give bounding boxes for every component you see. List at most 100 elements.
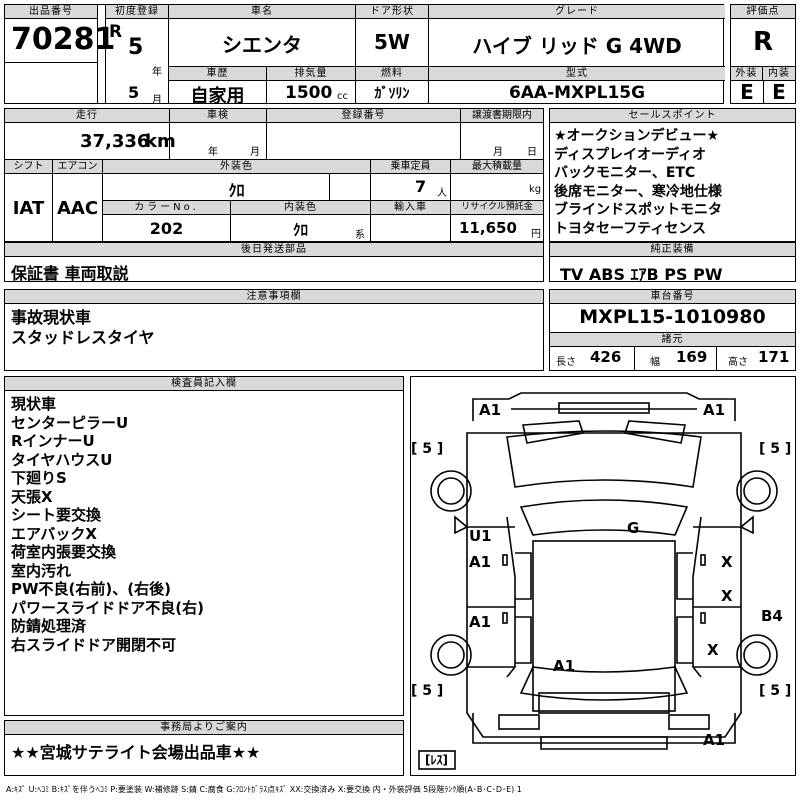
parts-section: 後日発送部品 保証書 車両取説 <box>4 242 544 283</box>
width: 169 <box>676 348 708 366</box>
recycle-unit: 円 <box>531 229 541 240</box>
list-item: 現状車 <box>11 395 57 413</box>
inspect-month-unit: 月 <box>250 147 260 158</box>
caution-label: 注意事項欄 <box>5 290 543 304</box>
score-label: 評価点 <box>731 5 795 19</box>
list-item: エアバックX <box>11 524 97 543</box>
damage-mark: A1 <box>553 657 576 675</box>
sales-section: セールスポイント ★オークションデビュー★ ディスプレイオーディオ バックモニタ… <box>549 108 796 242</box>
transfer-cell: 譲渡書期限内 月 日 <box>461 109 543 159</box>
disp-unit: cc <box>337 91 348 102</box>
damage-mark: X <box>721 587 733 605</box>
history-label: 車歴 <box>169 67 266 81</box>
height: 171 <box>758 348 790 366</box>
model-label: 型式 <box>429 67 725 81</box>
inspector-section: 検査員記入欄 現状車 センターピラーU RインナーU タイヤハウスU 下廻りS … <box>4 376 404 716</box>
load-label: 最大積載量 <box>451 160 543 174</box>
damage-mark: U1 <box>469 527 492 545</box>
history: 自家用 <box>190 86 245 107</box>
month-unit: 月 <box>152 95 162 106</box>
load-unit: kg <box>529 184 542 195</box>
load-cell: 最大積載量 kg <box>451 159 543 200</box>
width-label: 幅 <box>650 357 660 368</box>
name-label: 車名 <box>169 5 355 19</box>
fuel: ｶﾞｿﾘﾝ <box>374 86 410 102</box>
height-label: 高さ <box>728 357 748 368</box>
divider <box>763 80 764 103</box>
color-number: 202 <box>149 219 184 238</box>
divider <box>329 174 330 200</box>
mileage-cell: 走行 37,336 km <box>5 109 176 159</box>
cap-unit: 人 <box>437 188 447 199</box>
list-item: パワースライドドア不良(右) <box>11 598 204 617</box>
ac: AAC <box>56 198 99 219</box>
sales-label: セールスポイント <box>550 109 795 123</box>
caution-list: 事故現状車 スタッドレスタイヤ <box>7 308 155 348</box>
colorno-cell: カラーNo. 202 <box>103 200 231 241</box>
list-item: シート要交換 <box>11 506 102 524</box>
fuel-label: 燃料 <box>356 67 428 81</box>
name-cell: 車名 シエンタ <box>169 5 356 66</box>
list-item: スタッドレスタイヤ <box>11 328 155 347</box>
colorno-label: カラーNo. <box>103 201 230 215</box>
list-item: タイヤハウスU <box>11 450 113 469</box>
car-outline-diagram <box>418 392 778 770</box>
tire-tread: [ 5 ] <box>759 441 792 457</box>
lot-number: 70281 <box>11 22 116 57</box>
tire-tread: [ 5 ] <box>759 683 792 699</box>
transfer-label: 譲渡書期限内 <box>461 109 543 123</box>
divider <box>716 346 717 370</box>
header-section: 出品番号 70281 初度登録 R 5 年 5 月 車名 シエンタ ドア形状 5… <box>4 4 725 107</box>
equip-value: TV ABS ｴｱB PS PW <box>560 265 723 284</box>
damage-mark: A1 <box>703 731 726 749</box>
damage-mark: A1 <box>479 401 502 419</box>
parts-label: 後日発送部品 <box>5 243 543 257</box>
inspect-year-unit: 年 <box>208 147 218 158</box>
cap-cell: 乗車定員 7 人 <box>371 159 451 200</box>
length-label: 長さ <box>556 357 576 368</box>
year-unit: 年 <box>152 67 162 78</box>
list-item: PW不良(右前)、(右後) <box>11 580 171 598</box>
intcolor-label: 内装色 <box>231 201 370 215</box>
chassis-section: 車台番号 MXPL15-1010980 諸元 長さ 426 幅 169 高さ 1… <box>549 289 796 371</box>
door-label: ドア形状 <box>356 5 428 19</box>
recycle-label: リサイクル預託金 <box>451 201 543 215</box>
list-item: 天張X <box>11 487 53 506</box>
grade-cell: グレード ハイブ リッド G 4WD <box>429 5 725 66</box>
list-item: ディスプレイオーディオ <box>554 146 707 163</box>
transfer-day-unit: 日 <box>527 147 537 158</box>
caution-section: 注意事項欄 事故現状車 スタッドレスタイヤ <box>4 289 544 371</box>
ac-cell: エアコン AAC <box>53 159 103 241</box>
list-item: ★オークションデビュー★ <box>554 128 720 144</box>
damage-mark: X <box>707 641 719 659</box>
list-item: RインナーU <box>11 432 95 450</box>
grade: ハイブ リッド G 4WD <box>472 34 682 58</box>
damage-mark: A1 <box>703 401 726 419</box>
damage-mark: G <box>627 519 640 537</box>
office-section: 事務局よりご案内 ★★宮城サテライト会場出品車★★ <box>4 720 404 776</box>
list-item: センターピラーU <box>11 413 129 432</box>
ext-label: 外装 <box>731 66 763 81</box>
list-item: ブラインドスポットモニタ <box>554 202 722 218</box>
cap-label: 乗車定員 <box>371 160 450 174</box>
inspector-list: 現状車 センターピラーU RインナーU タイヤハウスU 下廻りS 天張X シート… <box>7 395 204 654</box>
shift-label: シフト <box>5 160 52 174</box>
score-section: 評価点 R 外装 内装 E E <box>730 4 796 104</box>
office-value: ★★宮城サテライト会場出品車★★ <box>11 743 261 762</box>
model-code: 6AA-MXPL15G <box>508 83 646 103</box>
length: 426 <box>590 348 622 366</box>
mileage-unit: km <box>145 131 176 152</box>
list-item: バックモニター、ETC <box>554 165 696 181</box>
inspect-label: 車検 <box>170 109 266 123</box>
divider <box>634 346 635 370</box>
transfer-month-unit: 月 <box>493 147 503 158</box>
plate-label: 登録番号 <box>267 109 460 123</box>
damage-mark: X <box>721 553 733 571</box>
capacity: 7 <box>415 177 427 196</box>
score: R <box>752 27 774 57</box>
spare-tire: [ﾚｽ] <box>425 753 448 767</box>
damage-mark: A1 <box>469 613 492 631</box>
office-label: 事務局よりご案内 <box>5 721 403 735</box>
chassis-label: 車台番号 <box>550 290 795 304</box>
list-item: トヨタセーフティセンス <box>554 220 707 237</box>
